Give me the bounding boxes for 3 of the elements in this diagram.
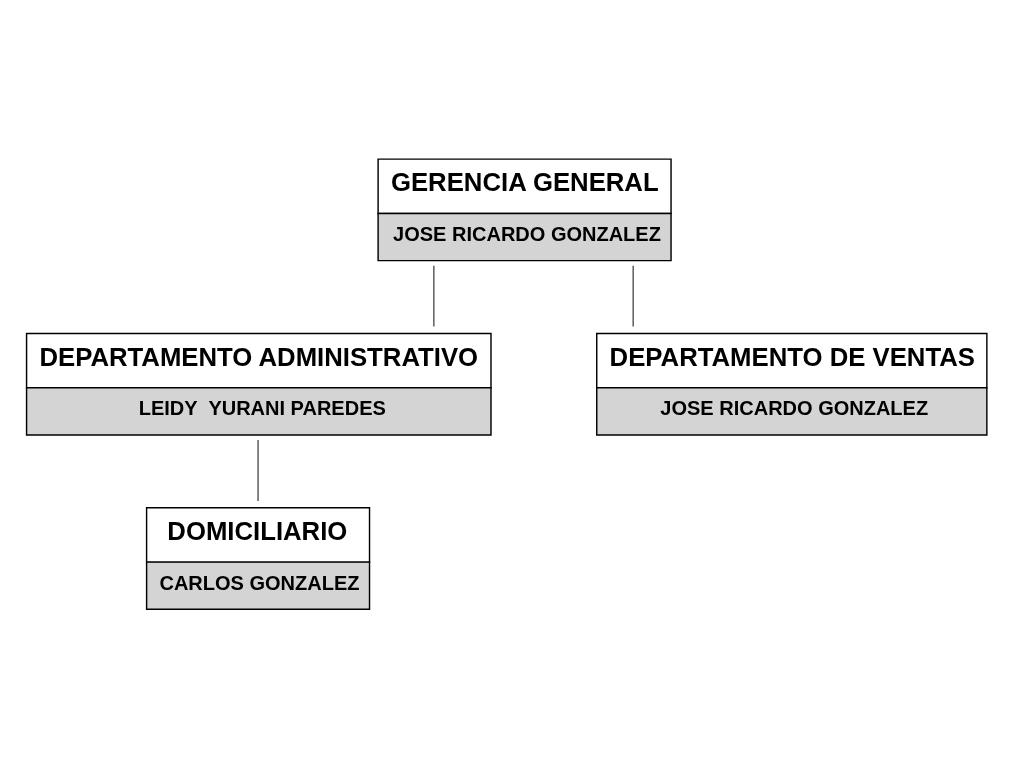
connector	[632, 264, 634, 327]
connector	[433, 264, 435, 327]
connector	[257, 438, 259, 502]
